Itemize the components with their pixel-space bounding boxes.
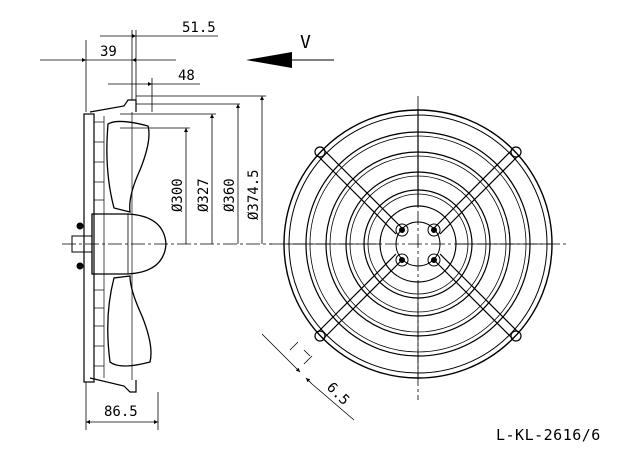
side-view bbox=[62, 99, 272, 393]
dim-51-5-label: 51.5 bbox=[182, 20, 216, 36]
dia-327-label: Ø327 bbox=[196, 178, 212, 212]
upper-blade bbox=[106, 120, 150, 213]
motor-hub bbox=[91, 213, 167, 275]
dia-360-label: Ø360 bbox=[222, 178, 238, 212]
dim-48-label: 48 bbox=[178, 68, 195, 84]
lower-blade bbox=[107, 275, 152, 367]
guard-wires bbox=[94, 116, 105, 378]
guard-spokes bbox=[284, 110, 552, 378]
front-view bbox=[270, 96, 568, 400]
dia-374-5-label: Ø374.5 bbox=[246, 169, 262, 220]
guard-frame bbox=[83, 113, 95, 383]
hub-inner bbox=[395, 221, 441, 267]
side-dimensions bbox=[40, 30, 266, 430]
dim-6-5-label: 6.5 bbox=[323, 380, 352, 409]
dim-86-5-label: 86.5 bbox=[104, 404, 138, 420]
dim-39-label: 39 bbox=[100, 44, 117, 60]
drawing-reference: L-KL-2616/6 bbox=[496, 426, 601, 444]
view-arrow bbox=[246, 52, 334, 68]
mount-bracket bbox=[89, 99, 137, 393]
support-struts bbox=[314, 146, 522, 342]
motor-shaft bbox=[71, 235, 93, 253]
dim-6-5 bbox=[261, 333, 355, 421]
view-label: V bbox=[300, 32, 311, 53]
dia-300-label: Ø300 bbox=[170, 178, 186, 212]
hub-bolts bbox=[395, 223, 441, 267]
